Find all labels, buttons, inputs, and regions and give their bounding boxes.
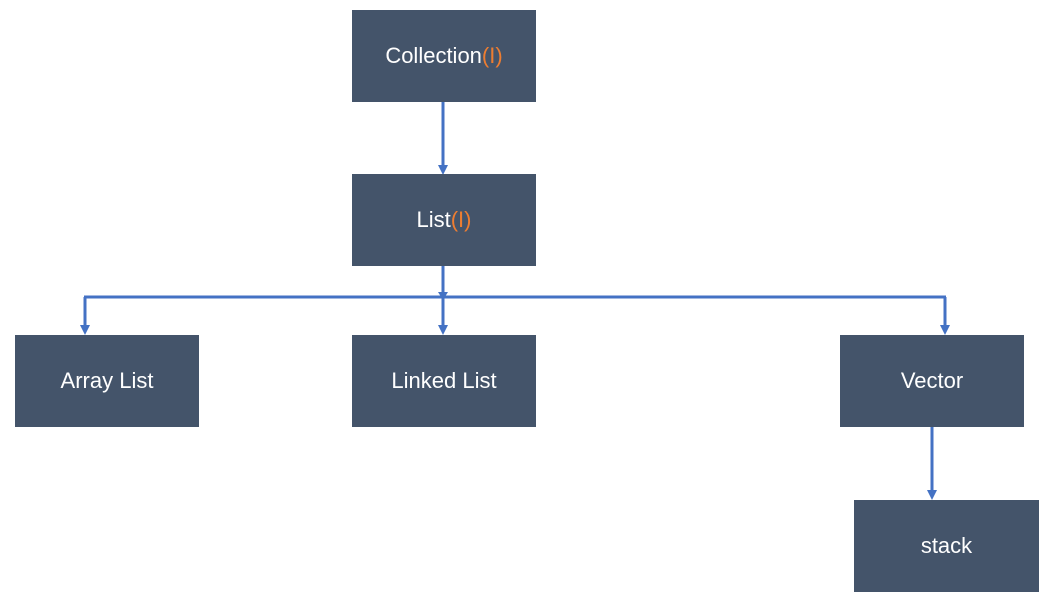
node-stack-label: stack: [920, 533, 973, 558]
node-array-list: Array List: [15, 335, 199, 427]
node-list: List(I): [352, 174, 536, 266]
node-array-list-label: Array List: [60, 368, 154, 393]
node-list-interface-marker: (I): [450, 207, 472, 232]
node-linked-list-label: Linked List: [391, 368, 497, 393]
node-list-label: List: [416, 207, 451, 232]
node-linked-list: Linked List: [352, 335, 536, 427]
node-collection: Collection(I): [352, 10, 536, 102]
node-collection-label: Collection: [385, 43, 482, 68]
node-vector: Vector: [840, 335, 1024, 427]
node-stack: stack: [854, 500, 1039, 592]
node-vector-label: Vector: [900, 368, 964, 393]
node-collection-interface-marker: (I): [481, 43, 503, 68]
